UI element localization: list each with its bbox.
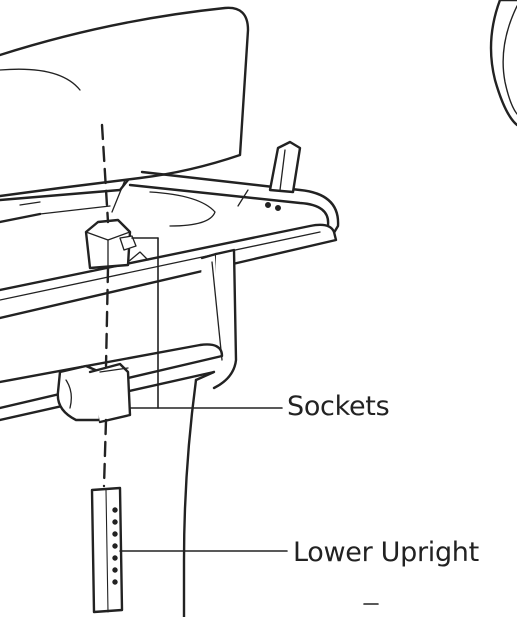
sockets-callout-bracket [129, 237, 283, 409]
sockets-label: Sockets [287, 391, 390, 422]
lower-socket [56, 362, 132, 424]
alignment-centerline [100, 123, 110, 488]
locking-post [265, 140, 302, 211]
seat-tray [0, 6, 250, 224]
front-frame-rail [0, 223, 338, 320]
upper-socket [84, 218, 149, 270]
lower-upright-tube [90, 486, 124, 614]
wheel-outline [489, 0, 517, 127]
support-leg [194, 248, 238, 390]
rear-leg-line [182, 378, 198, 617]
lower-upright-label: Lower Upright [293, 537, 479, 568]
rear-frame-rail [128, 170, 340, 238]
